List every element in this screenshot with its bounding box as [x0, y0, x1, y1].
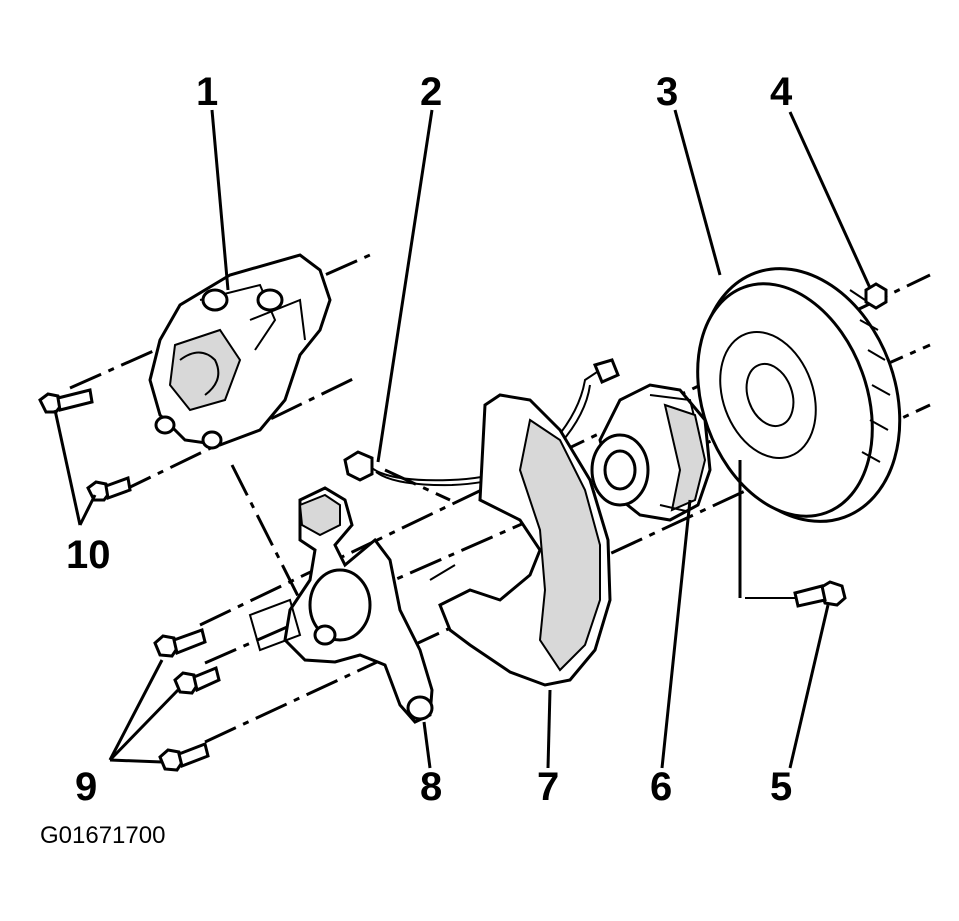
brake-rotor	[696, 267, 902, 523]
hub-bearing-assembly	[590, 383, 712, 522]
wheel-speed-sensor-harness	[343, 358, 620, 487]
callout-8: 8	[420, 765, 442, 809]
steering-knuckle	[248, 486, 434, 724]
callout-leader-lines	[53, 109, 872, 769]
callout-7: 7	[537, 765, 559, 809]
callout-2: 2	[420, 70, 442, 114]
brake-splash-shield	[429, 393, 612, 687]
rotor-retainer-nut	[864, 282, 888, 310]
callout-9: 9	[75, 765, 97, 809]
callout-1: 1	[196, 70, 218, 114]
figure-id: G01671700	[40, 822, 165, 849]
knuckle-bolts	[153, 628, 221, 772]
callout-4: 4	[770, 70, 793, 114]
brake-caliper	[148, 253, 332, 450]
caliper-bolts	[38, 388, 132, 502]
callout-labels: 1 2 3 4 5 6 7 8 9 10	[66, 70, 793, 809]
hub-bolt	[745, 580, 847, 608]
callout-6: 6	[650, 765, 672, 809]
callout-5: 5	[770, 765, 792, 809]
callout-3: 3	[656, 70, 678, 114]
callout-10: 10	[66, 533, 111, 577]
